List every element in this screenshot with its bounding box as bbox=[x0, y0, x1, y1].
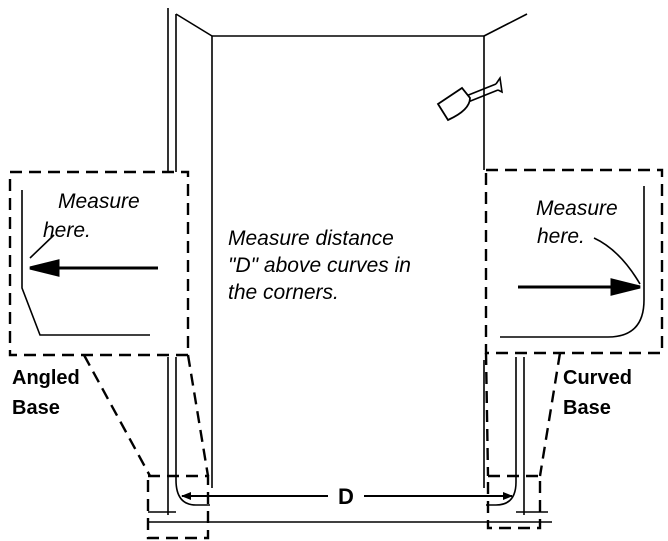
right-corner-detail-box bbox=[486, 474, 542, 530]
left-measure-line1: Measure bbox=[58, 190, 140, 213]
curved-label-line1: Curved bbox=[563, 367, 632, 389]
dimension-label: D bbox=[338, 484, 354, 509]
center-note: Measure distance "D" above curves in the… bbox=[228, 227, 411, 304]
left-top-edge bbox=[175, 13, 213, 37]
left-corner-detail-box bbox=[146, 474, 210, 540]
curved-base-profile bbox=[500, 186, 645, 338]
right-connector-dashed bbox=[484, 352, 562, 477]
right-measure-line1: Measure bbox=[536, 197, 618, 220]
shower-enclosure bbox=[148, 8, 552, 523]
shower-head-icon bbox=[436, 75, 504, 122]
center-note-line1: Measure distance bbox=[228, 227, 394, 250]
right-top-edge bbox=[483, 13, 528, 37]
right-leader-line bbox=[593, 237, 641, 285]
right-wall-inner-line bbox=[486, 357, 517, 506]
left-connector-dashed bbox=[82, 354, 210, 477]
angled-label-line2: Base bbox=[12, 397, 60, 419]
right-measure-line2: here. bbox=[537, 225, 585, 248]
dimension-d: D bbox=[181, 484, 513, 509]
right-callout-frame bbox=[484, 168, 664, 355]
center-note-line2: "D" above curves in bbox=[228, 254, 411, 277]
angled-base-profile bbox=[21, 190, 150, 336]
left-measure-line2: here. bbox=[43, 219, 91, 242]
left-pointing-arrow-icon bbox=[29, 259, 158, 277]
center-note-line3: the corners. bbox=[228, 281, 339, 304]
left-callout: Measure here. bbox=[8, 170, 190, 357]
right-callout: Measure here. bbox=[484, 168, 664, 355]
left-wall-inner-line bbox=[175, 14, 210, 506]
curved-label-line2: Base bbox=[563, 397, 611, 419]
right-pointing-arrow-icon bbox=[518, 278, 641, 296]
left-leader-line bbox=[29, 234, 55, 259]
left-callout-frame bbox=[8, 170, 190, 357]
angled-label-line1: Angled bbox=[12, 367, 80, 389]
